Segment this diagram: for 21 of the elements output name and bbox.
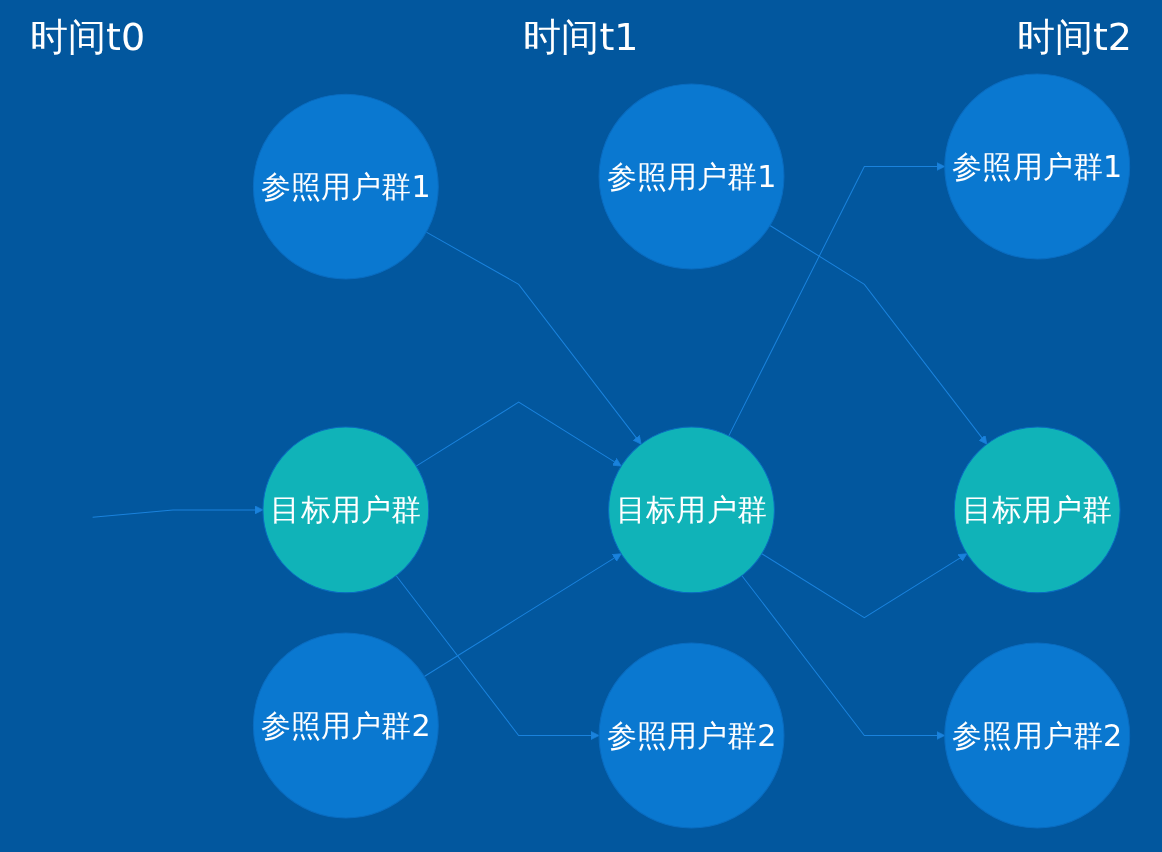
time-heading: 时间t1 bbox=[523, 14, 639, 60]
arrow bbox=[395, 575, 600, 740]
node-circle: 目标用户群 bbox=[608, 426, 775, 594]
arrow bbox=[769, 225, 988, 445]
node-circle: 参照用户群2 bbox=[598, 642, 785, 829]
node-circle: 目标用户群 bbox=[262, 426, 430, 594]
node-circle: 参照用户群2 bbox=[252, 632, 439, 819]
node-circle: 参照用户群1 bbox=[252, 93, 439, 280]
arrow bbox=[415, 401, 622, 467]
arrow bbox=[728, 162, 946, 437]
arrow bbox=[425, 231, 642, 445]
node-circle: 参照用户群2 bbox=[944, 642, 1131, 829]
node-circle: 参照用户群1 bbox=[944, 73, 1131, 260]
arrow bbox=[761, 553, 968, 619]
time-heading: 时间t2 bbox=[1016, 14, 1132, 60]
node-circle: 目标用户群 bbox=[953, 426, 1121, 594]
time-heading: 时间t0 bbox=[30, 14, 146, 60]
node-circle: 参照用户群1 bbox=[598, 83, 785, 270]
arrow bbox=[423, 553, 622, 677]
arrow bbox=[741, 575, 946, 740]
arrow bbox=[92, 505, 264, 518]
